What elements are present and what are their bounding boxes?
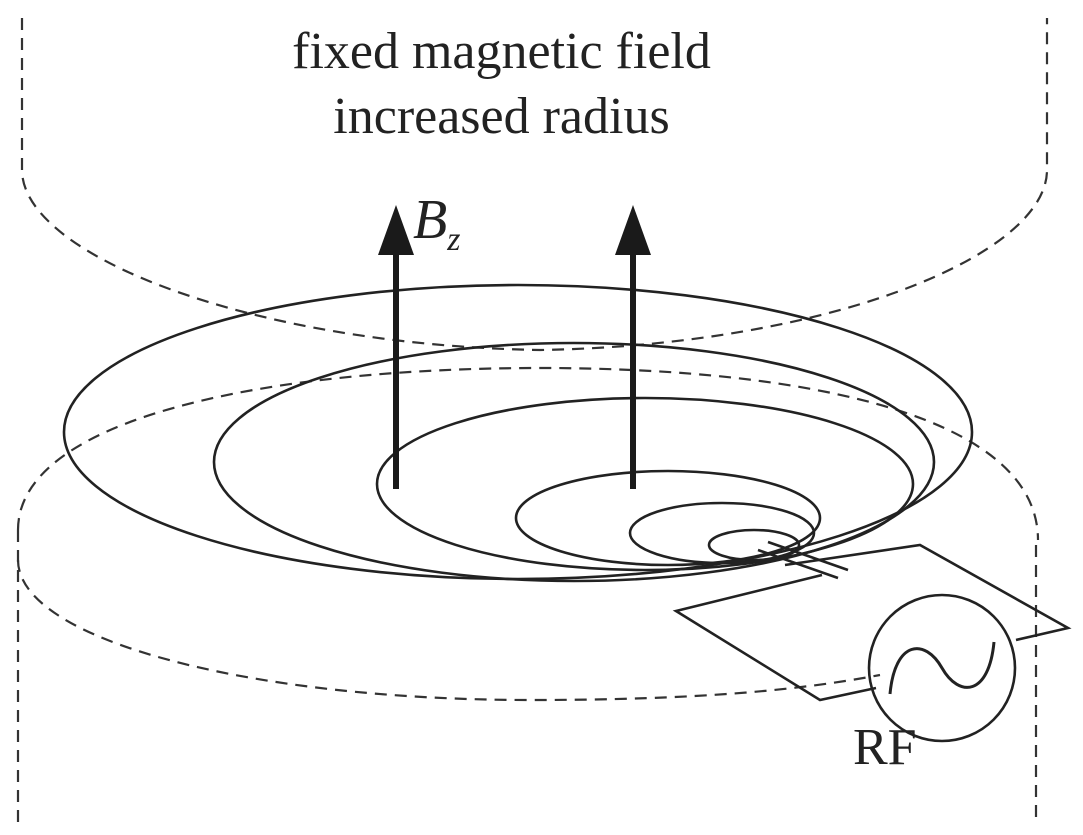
field-arrow-right-head bbox=[615, 205, 651, 255]
lower-pole-bottom-edge bbox=[16, 559, 881, 702]
upper-pole-outline bbox=[20, 18, 1049, 352]
sine-wave-icon bbox=[888, 641, 996, 695]
field-label-base: B bbox=[413, 189, 448, 251]
title-line-2: increased radius bbox=[333, 88, 670, 145]
field-label-subscript: z bbox=[447, 221, 461, 258]
field-arrow-left-head bbox=[378, 205, 414, 255]
dee-gap-line-2 bbox=[767, 540, 849, 572]
title-line-1: fixed magnetic field bbox=[292, 23, 711, 80]
rf-source-label: RF bbox=[853, 719, 917, 776]
orbit-loop-5 bbox=[212, 341, 936, 583]
rf-source-icon bbox=[867, 593, 1017, 743]
orbit-loop-6 bbox=[62, 283, 974, 581]
orbit-loop-2 bbox=[628, 501, 816, 565]
lower-pole-top-edge bbox=[16, 366, 1040, 541]
orbit-loop-4 bbox=[375, 396, 915, 572]
rf-circuit-wiring bbox=[672, 543, 1072, 702]
field-label: Bz bbox=[413, 190, 460, 270]
orbit-loop-3 bbox=[514, 469, 822, 567]
